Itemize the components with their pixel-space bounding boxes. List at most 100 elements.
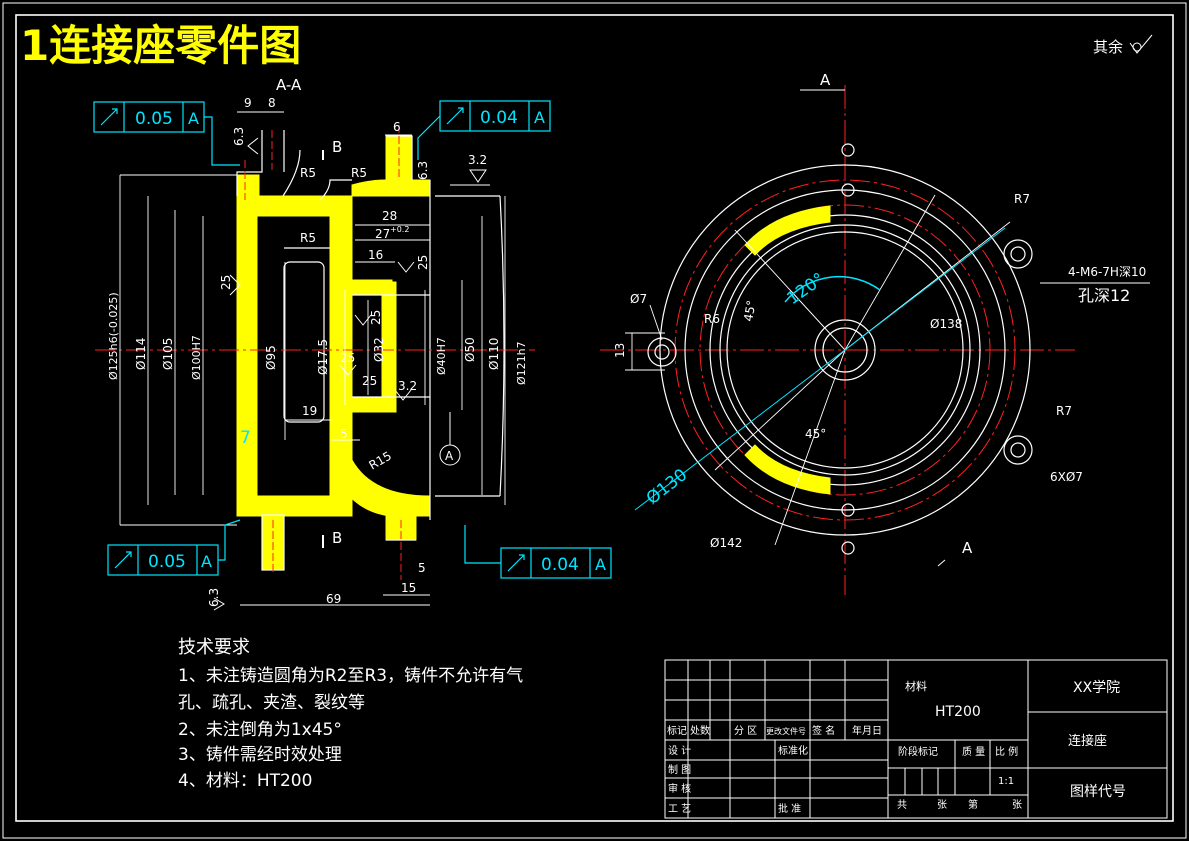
hole-depth-label: 孔深12 [1078,286,1130,305]
slot-upper [744,205,831,256]
svg-text:批 准: 批 准 [778,802,801,815]
svg-text:6: 6 [393,120,401,134]
view-mark-bottom: A [962,539,973,557]
svg-text:R5: R5 [300,231,316,245]
svg-text:Ø32: Ø32 [372,337,386,362]
svg-text:45°: 45° [805,427,826,441]
tol-frame-3 [107,519,241,576]
tol-frame-4 [464,525,612,579]
dia-130-label: Ø130 [643,465,691,509]
svg-text:审 核: 审 核 [668,782,691,795]
svg-text:标准化: 标准化 [778,744,808,757]
tol-value-1: 0.05 [135,109,173,129]
svg-text:连接座: 连接座 [1068,733,1107,749]
tech-item-1: 1、未注铸造圆角为R2至R3，铸件不允许有气 [178,666,523,686]
svg-text:质 量: 质 量 [962,746,985,758]
tol-value-4: 0.04 [541,555,579,575]
svg-text:Ø40H7: Ø40H7 [435,337,448,375]
svg-text:材料: 材料 [905,679,927,693]
drawing-title: 1连接座零件图 [20,21,301,70]
slot-lower [744,444,831,495]
tol-datum-1: A [188,109,199,128]
svg-text:8: 8 [268,96,276,110]
svg-text:4-M6-7H深10: 4-M6-7H深10 [1068,265,1146,279]
svg-text:27: 27 [375,227,390,241]
roughness-icons [213,137,487,611]
section-dim-lines [119,111,506,606]
svg-text:年月日: 年月日 [852,724,882,737]
svg-text:R7: R7 [1056,404,1072,418]
svg-text:9: 9 [244,96,252,110]
svg-text:HT200: HT200 [935,704,981,720]
svg-text:15: 15 [401,581,416,595]
svg-text:签 名: 签 名 [812,724,835,737]
svg-text:6.3: 6.3 [207,588,221,607]
front-circles [659,164,1031,536]
svg-text:R7: R7 [1014,192,1030,206]
roughness-symbol-icon [1129,34,1153,54]
svg-text:Ø114: Ø114 [134,338,148,370]
svg-text:Ø138: Ø138 [930,317,962,331]
svg-text:Ø100H7: Ø100H7 [190,335,203,380]
title-block [664,659,1168,819]
svg-text:Ø17.5: Ø17.5 [316,339,330,375]
mount-holes [647,143,1033,555]
tol-datum-2: A [534,108,545,127]
tol-frame-1 [93,101,240,166]
svg-text:张: 张 [937,799,947,811]
tech-requirements: 技术要求 1、未注铸造圆角为R2至R3，铸件不允许有气 孔、疏孔、夹渣、裂纹等 … [178,637,523,791]
svg-text:处数: 处数 [690,724,710,737]
tol-frame-2 [417,100,551,160]
svg-text:25: 25 [362,374,377,388]
svg-text:+0.2: +0.2 [390,225,409,234]
svg-text:标记: 标记 [667,725,687,737]
svg-text:6.3: 6.3 [232,127,246,146]
section-dim-texts: 9 8 6 R5 R5 R5 R15 28 27 +0.2 16 19 5 5 … [107,96,528,607]
svg-text:Ø7: Ø7 [630,292,647,306]
svg-text:45°: 45° [741,299,758,322]
svg-text:Ø121h7: Ø121h7 [515,341,528,385]
svg-text:XX学院: XX学院 [1073,680,1120,696]
tech-item-3: 2、未注倒角为1x45° [178,720,342,740]
svg-text:Ø50: Ø50 [463,337,477,362]
svg-text:制 图: 制 图 [668,763,691,776]
svg-text:R6: R6 [704,312,720,326]
svg-text:分 区: 分 区 [734,725,757,737]
svg-text:28: 28 [382,209,397,223]
svg-text:比 例: 比 例 [995,745,1018,758]
svg-text:更改文件号: 更改文件号 [766,726,806,736]
tech-item-2: 孔、疏孔、夹渣、裂纹等 [178,693,365,713]
svg-text:阶段标记: 阶段标记 [898,745,938,758]
svg-text:张: 张 [1012,799,1022,811]
svg-text:16: 16 [368,248,383,262]
svg-text:设 计: 设 计 [668,744,691,757]
svg-text:5: 5 [418,561,426,575]
section-mark-b-top: B [332,138,342,156]
svg-text:25: 25 [416,255,430,270]
svg-text:第: 第 [968,798,978,811]
svg-text:Ø110: Ø110 [487,338,501,370]
svg-text:Ø142: Ø142 [710,536,742,550]
svg-text:Ø95: Ø95 [264,345,278,370]
section-view: A-A [93,76,612,611]
svg-text:5: 5 [340,427,348,441]
svg-text:3.2: 3.2 [398,379,417,393]
svg-text:25: 25 [340,351,355,365]
svg-text:6XØ7: 6XØ7 [1050,470,1083,484]
tol-datum-4: A [595,555,606,574]
section-outline [236,130,505,571]
tol-value-3: 0.05 [148,552,186,572]
svg-text:Ø125h6(-0.025): Ø125h6(-0.025) [107,292,120,380]
view-mark-top: A [820,71,831,89]
svg-text:R5: R5 [351,166,367,180]
svg-text:3.2: 3.2 [468,153,487,167]
tech-heading: 技术要求 [178,637,250,658]
tol-value-2: 0.04 [480,108,518,128]
svg-text:图样代号: 图样代号 [1070,784,1126,800]
front-view: A A R7 R7 R6 Ø7 13 45° 45° Ø138 Ø142 4-M… [600,71,1150,595]
svg-text:69: 69 [326,592,341,606]
section-mark-b-bottom: B [332,529,342,547]
svg-text:1:1: 1:1 [998,776,1014,787]
